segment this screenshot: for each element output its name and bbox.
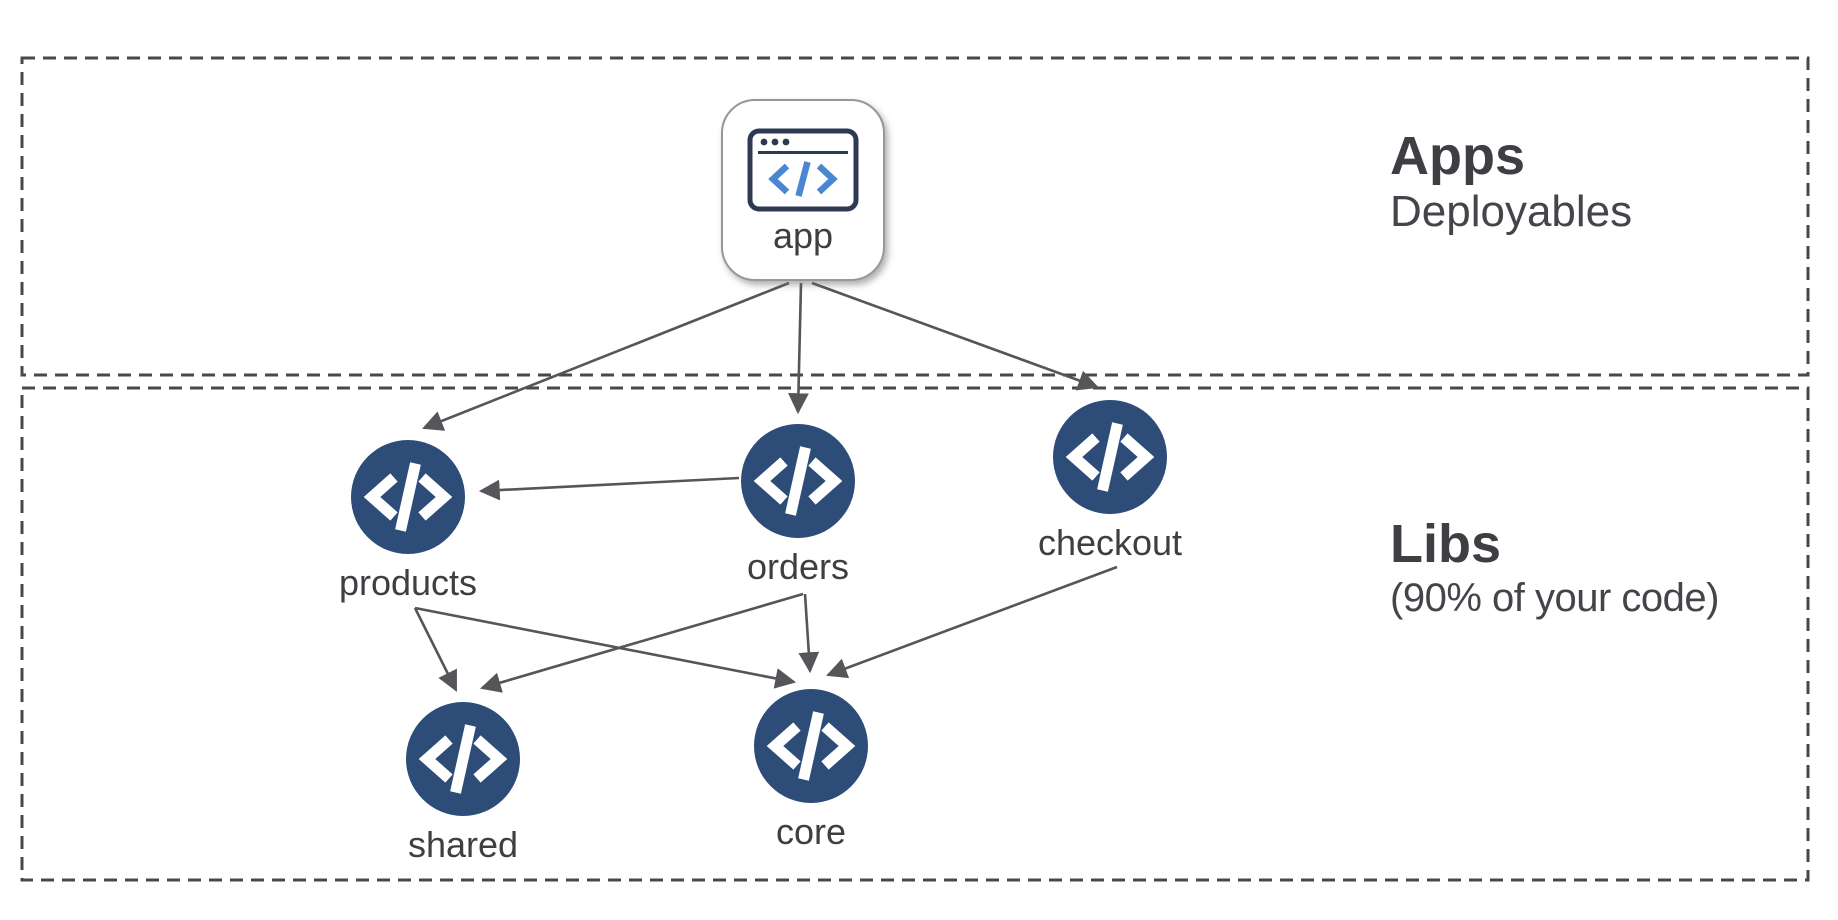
edge-app-orders	[788, 282, 809, 415]
apps-section-title: Apps	[1390, 126, 1525, 186]
edge-app-checkout	[811, 281, 1099, 391]
checkout-circle	[1053, 400, 1167, 514]
libs-section-label: Libs (90% of your code)	[1390, 514, 1719, 622]
edge-products-shared	[413, 607, 458, 692]
core-circle	[754, 689, 868, 803]
node-shared: shared	[383, 702, 543, 865]
libs-section-title: Libs	[1390, 514, 1502, 574]
apps-section-label: Apps Deployables	[1390, 126, 1632, 239]
browser-code-icon	[747, 128, 859, 212]
libs-boundary-box	[20, 386, 1810, 882]
edge-products-core	[414, 606, 797, 689]
apps-boundary-box	[20, 56, 1810, 377]
edge-orders-products	[478, 476, 740, 501]
apps-section-subtitle: Deployables	[1390, 187, 1633, 237]
products-circle	[351, 440, 465, 554]
node-core: core	[731, 689, 891, 852]
node-label-shared: shared	[407, 824, 519, 865]
node-orders: orders	[718, 424, 878, 587]
edge-orders-core	[798, 593, 820, 674]
edge-checkout-core	[826, 565, 1118, 679]
code-icon	[363, 462, 453, 532]
node-label-orders: orders	[746, 546, 850, 587]
node-products: products	[328, 440, 488, 603]
node-app: app	[721, 99, 885, 281]
node-label-core: core	[775, 811, 847, 852]
code-icon	[418, 724, 508, 794]
edge-app-products	[422, 281, 790, 431]
edge-orders-shared	[480, 592, 804, 693]
node-label-products: products	[338, 562, 478, 603]
code-icon	[753, 446, 843, 516]
code-icon	[1065, 422, 1155, 492]
orders-circle	[741, 424, 855, 538]
libs-section-subtitle: (90% of your code)	[1390, 576, 1719, 621]
node-checkout: checkout	[1030, 400, 1190, 563]
node-label-app: app	[772, 215, 834, 256]
code-icon	[766, 711, 856, 781]
node-label-checkout: checkout	[1037, 522, 1183, 563]
shared-circle	[406, 702, 520, 816]
